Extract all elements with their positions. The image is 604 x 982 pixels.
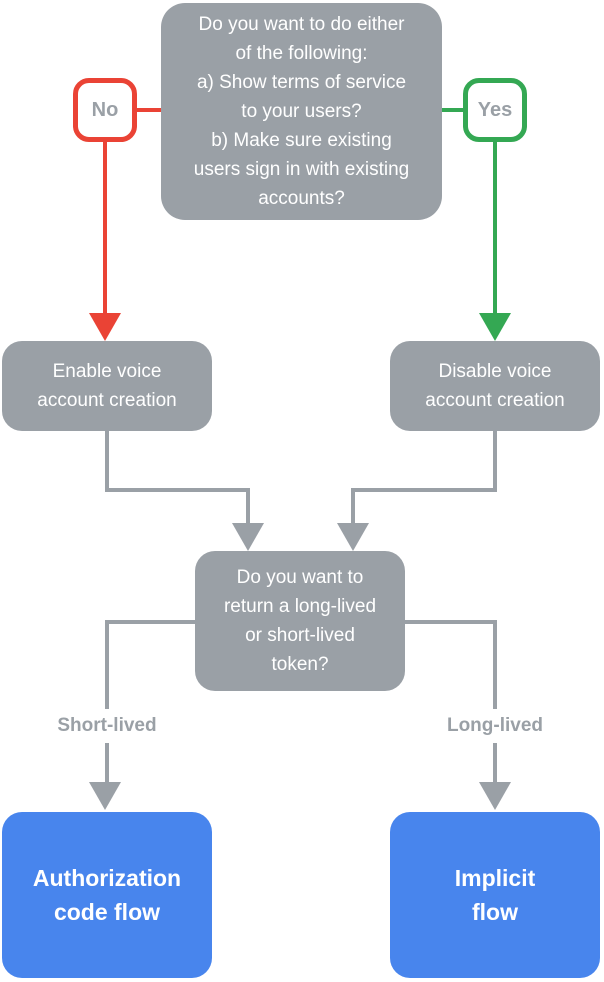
edge-short-lived-vertical-segment bbox=[105, 620, 109, 782]
node-question-token: Do you want to return a long-lived or sh… bbox=[195, 551, 405, 691]
arrowhead-down-icon bbox=[89, 782, 121, 810]
edge-long-lived-vertical-segment bbox=[493, 620, 497, 782]
node-authorization-code-flow: Authorization code flow bbox=[2, 812, 212, 978]
edge-no-vertical-segment bbox=[103, 138, 107, 315]
node-enable-voice-account-creation: Enable voice account creation bbox=[2, 341, 212, 431]
edge-long-lived-horizontal-segment bbox=[405, 620, 495, 624]
edge-disable-to-token-vertical-segment bbox=[493, 431, 497, 490]
edge-enable-to-token-vertical-segment bbox=[105, 431, 109, 490]
edge-short-lived-horizontal-segment bbox=[105, 620, 195, 624]
edge-label-short-lived: Short-lived bbox=[22, 709, 192, 743]
node-disable-voice-account-creation: Disable voice account creation bbox=[390, 341, 600, 431]
node-question-terms: Do you want to do either of the followin… bbox=[161, 3, 442, 220]
edge-enable-to-token-horizontal-segment bbox=[105, 488, 250, 492]
arrowhead-down-icon bbox=[232, 523, 264, 551]
arrowhead-down-icon bbox=[479, 313, 511, 341]
edge-no-horizontal-segment bbox=[133, 108, 163, 112]
arrowhead-down-icon bbox=[479, 782, 511, 810]
edge-label-long-lived: Long-lived bbox=[410, 709, 580, 743]
arrowhead-down-icon bbox=[337, 523, 369, 551]
edge-yes-horizontal-segment bbox=[441, 108, 465, 112]
node-implicit-flow: Implicit flow bbox=[390, 812, 600, 978]
arrowhead-down-icon bbox=[89, 313, 121, 341]
edge-disable-to-token-horizontal-segment bbox=[353, 488, 497, 492]
edge-enable-to-token-drop-segment bbox=[246, 488, 250, 525]
edge-yes-vertical-segment bbox=[493, 138, 497, 315]
edge-label-no: No bbox=[73, 78, 137, 142]
edge-label-yes: Yes bbox=[463, 78, 527, 142]
edge-disable-to-token-drop-segment bbox=[351, 488, 355, 525]
